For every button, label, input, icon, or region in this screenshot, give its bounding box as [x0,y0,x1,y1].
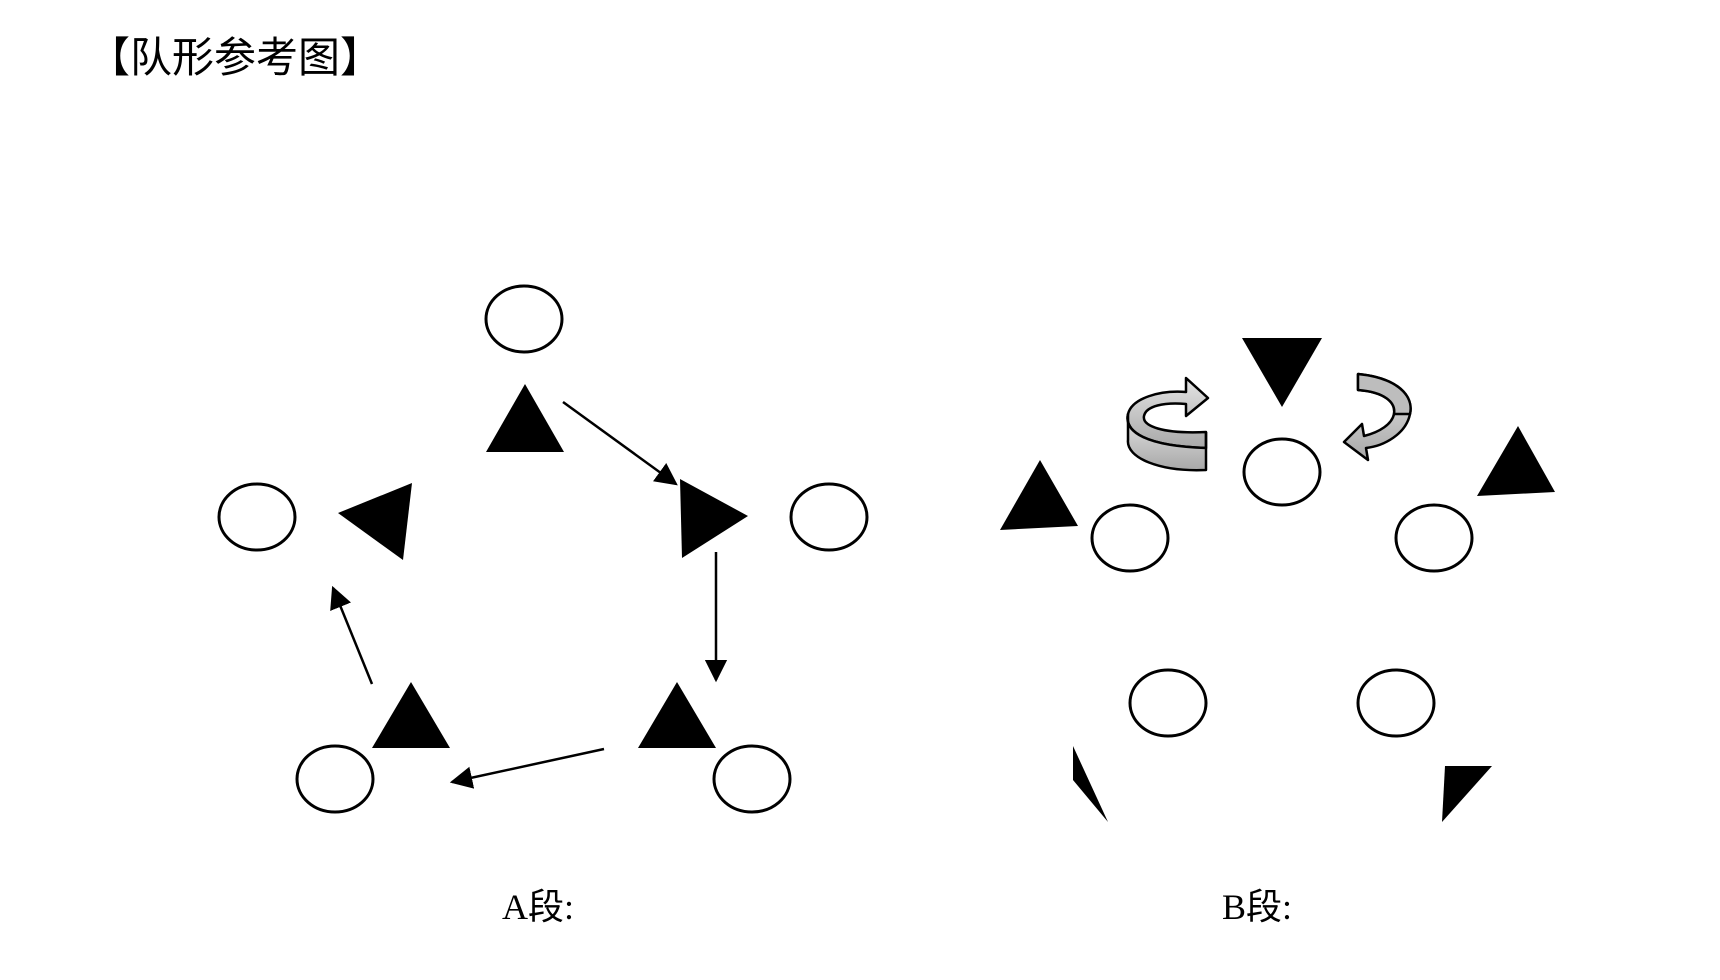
formation-a-circle-right [789,482,869,552]
page-title: 【队形参考图】 [88,33,383,82]
formation-b-triangle-bottom-right [1442,766,1492,822]
formation-a-triangle-bottom-left [372,682,450,748]
formation-a-circle-bottom-right [712,744,792,814]
formation-a-caption: A段: [502,887,575,927]
formation-b-rotation-arrow-right-icon [1342,372,1412,462]
formation-a-triangle-bottom-right [638,682,716,748]
formation-a-circle-bottom-left [295,744,375,814]
formation-b-caption: B段: [1222,887,1293,927]
formation-b-rotation-arrow-left-icon [1126,376,1210,472]
formation-a-triangle-left [338,483,412,560]
formation-b-triangle-right [1477,426,1555,496]
formation-b-circle-right [1394,503,1474,573]
formation-a-circle-top [484,284,564,354]
formation-b-circle-bottom-left [1128,668,1208,738]
formation-a-triangle-right [680,479,748,558]
formation-a-circle-left [217,482,297,552]
formation-a-triangle-top [486,384,564,452]
formation-a-arrow-bottom-left-to-left [330,585,374,685]
formation-b-circle-bottom-right [1356,668,1436,738]
formation-b-triangle-left [1000,460,1078,530]
formation-b-triangle-top [1242,338,1322,407]
formation-b-triangle-bottom-left [1073,746,1108,822]
formation-b-circle-left [1090,503,1170,573]
formation-a [217,284,869,814]
formation-b-circle-center [1242,437,1322,507]
formation-a-arrow-bottom-right-to-bottom-left [449,747,605,789]
formation-b [1000,338,1555,822]
formation-a-arrow-top-to-right [562,400,678,486]
